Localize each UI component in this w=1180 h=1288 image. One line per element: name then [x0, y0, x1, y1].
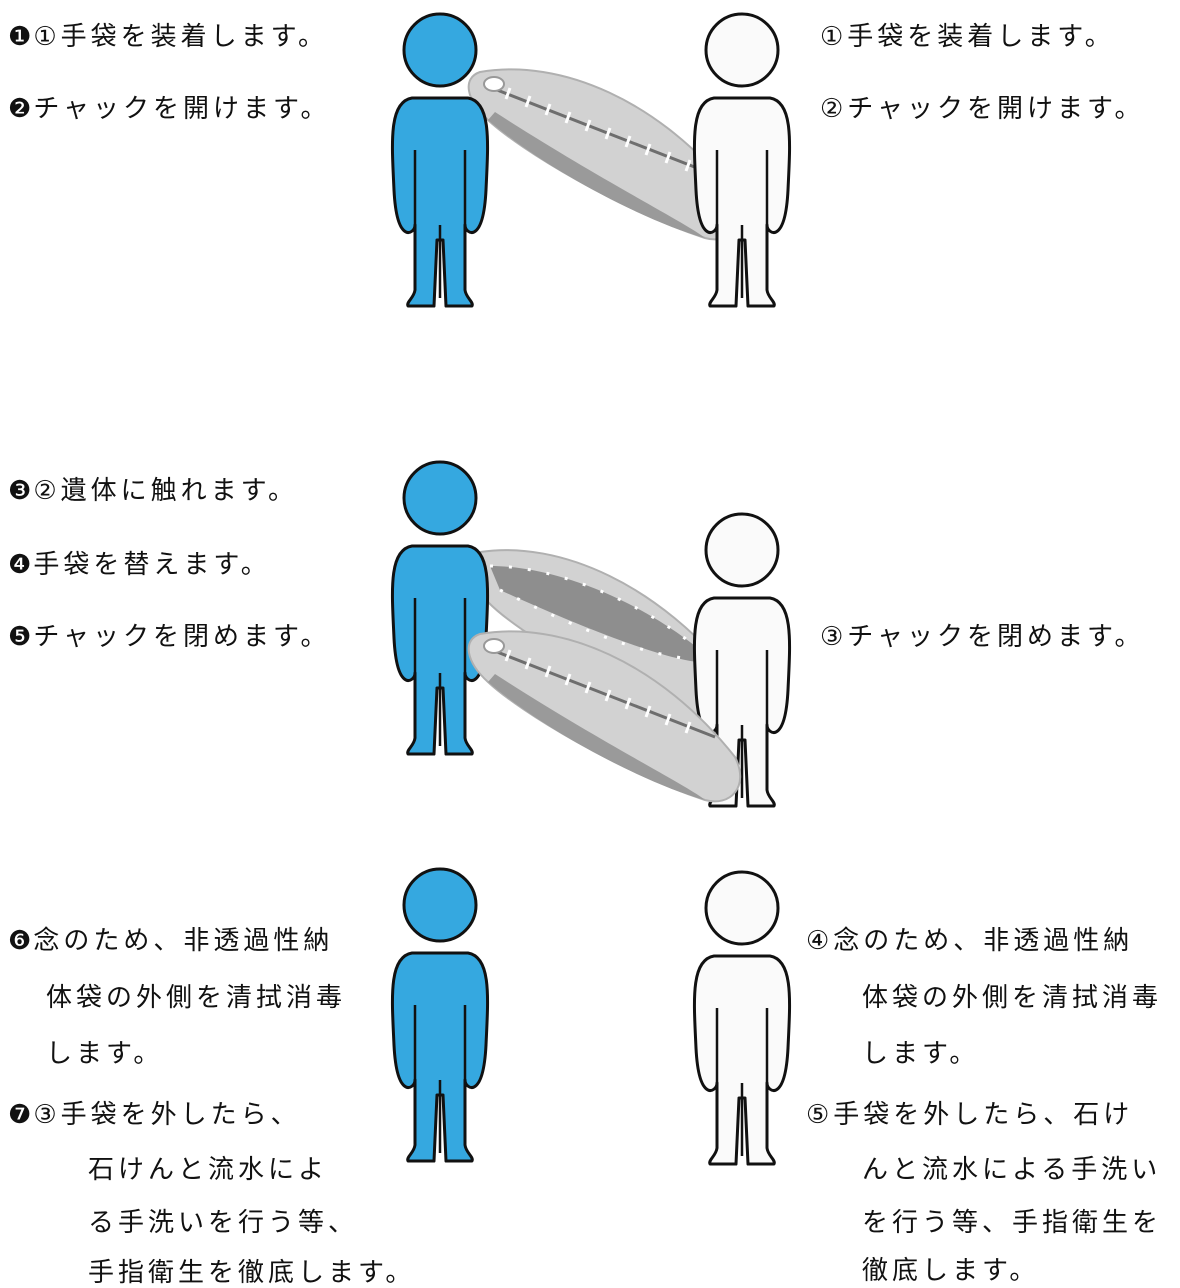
- step-7-left-line4: 手指衛生を徹底します。: [88, 1258, 416, 1288]
- step-4-left: ❹手袋を替えます。: [8, 552, 271, 578]
- step-2-right: ②チャックを開けます。: [820, 94, 1145, 124]
- step-7-left-line1: ❼③手袋を外したら、: [8, 1102, 301, 1128]
- step-text: 念のため、非透過性納: [33, 926, 334, 956]
- person-white-icon: [692, 870, 792, 1166]
- step-5-right-line1: ⑤手袋を外したら、石け: [806, 1100, 1134, 1130]
- step-text: ③手袋を外したら、: [33, 1100, 301, 1130]
- body-bag-open-icon: [467, 549, 742, 723]
- step-marker: ❹: [8, 550, 32, 580]
- person-blue-icon: [390, 12, 490, 308]
- step-5-right-line2: んと流水による手洗い: [862, 1155, 1162, 1185]
- step-marker: ❺: [8, 622, 32, 652]
- step-3-right: ③チャックを閉めます。: [820, 622, 1145, 652]
- step-text: チャックを開けます。: [33, 94, 331, 124]
- step-4-right-line1: ④念のため、非透過性納: [806, 926, 1134, 956]
- step-6-left-line2: 体袋の外側を清拭消毒: [46, 983, 347, 1013]
- person-blue-icon: [390, 867, 490, 1163]
- step-text: 手袋を替えます。: [33, 550, 271, 580]
- step-7-left-line2: 石けんと流水によ: [88, 1155, 329, 1185]
- person-white-icon: [692, 12, 792, 308]
- step-marker: ❷: [8, 94, 32, 124]
- step-6-left-line1: ❻念のため、非透過性納: [8, 928, 333, 954]
- step-4-right-line3: します。: [862, 1039, 980, 1069]
- step-5-right-line4: 徹底します。: [862, 1256, 1040, 1286]
- step-marker: ❼: [8, 1100, 32, 1130]
- step-2-left: ❷チャックを開けます。: [8, 96, 330, 122]
- step-7-left-line3: る手洗いを行う等、: [88, 1208, 359, 1238]
- step-1-left: ❶①手袋を装着します。: [8, 24, 328, 50]
- step-6-left-line3: します。: [46, 1039, 164, 1069]
- step-text: チャックを閉めます。: [33, 622, 331, 652]
- step-4-right-line2: 体袋の外側を清拭消毒: [862, 983, 1163, 1013]
- step-3-left: ❸②遺体に触れます。: [8, 478, 298, 504]
- step-5-left: ❺チャックを閉めます。: [8, 624, 330, 650]
- person-blue-icon: [390, 460, 490, 756]
- step-marker: ❻: [8, 926, 32, 956]
- step-1-right: ①手袋を装着します。: [820, 22, 1115, 52]
- step-marker: ❶: [8, 22, 32, 52]
- step-text: ①手袋を装着します。: [33, 22, 329, 52]
- step-text: ②遺体に触れます。: [33, 476, 299, 506]
- step-marker: ❸: [8, 476, 32, 506]
- step-5-right-line3: を行う等、手指衛生を: [862, 1208, 1163, 1238]
